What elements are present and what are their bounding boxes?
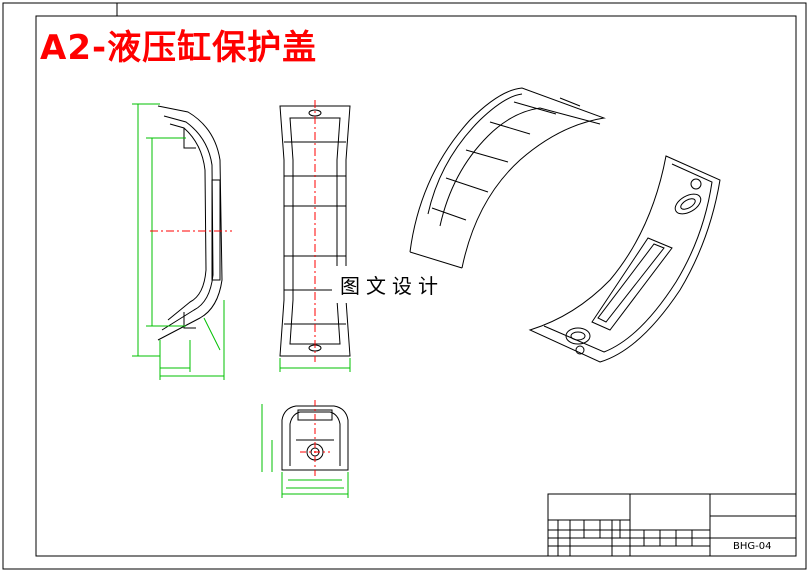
side-view	[157, 105, 223, 341]
side-view-dimensions	[132, 103, 225, 380]
sheet-title: A2-液压缸保护盖	[40, 28, 318, 68]
title-block	[547, 493, 797, 557]
drawing-number: BHG-04	[733, 541, 772, 552]
end-view-dimensions	[261, 404, 349, 498]
isometric-view-top	[409, 87, 606, 269]
isometric-view-bottom	[528, 155, 721, 363]
front-view-dimensions	[279, 358, 351, 372]
front-view	[279, 105, 351, 357]
inner-border	[35, 15, 797, 557]
watermark: 图文设计	[332, 266, 452, 303]
end-view-center-lines	[300, 400, 330, 476]
